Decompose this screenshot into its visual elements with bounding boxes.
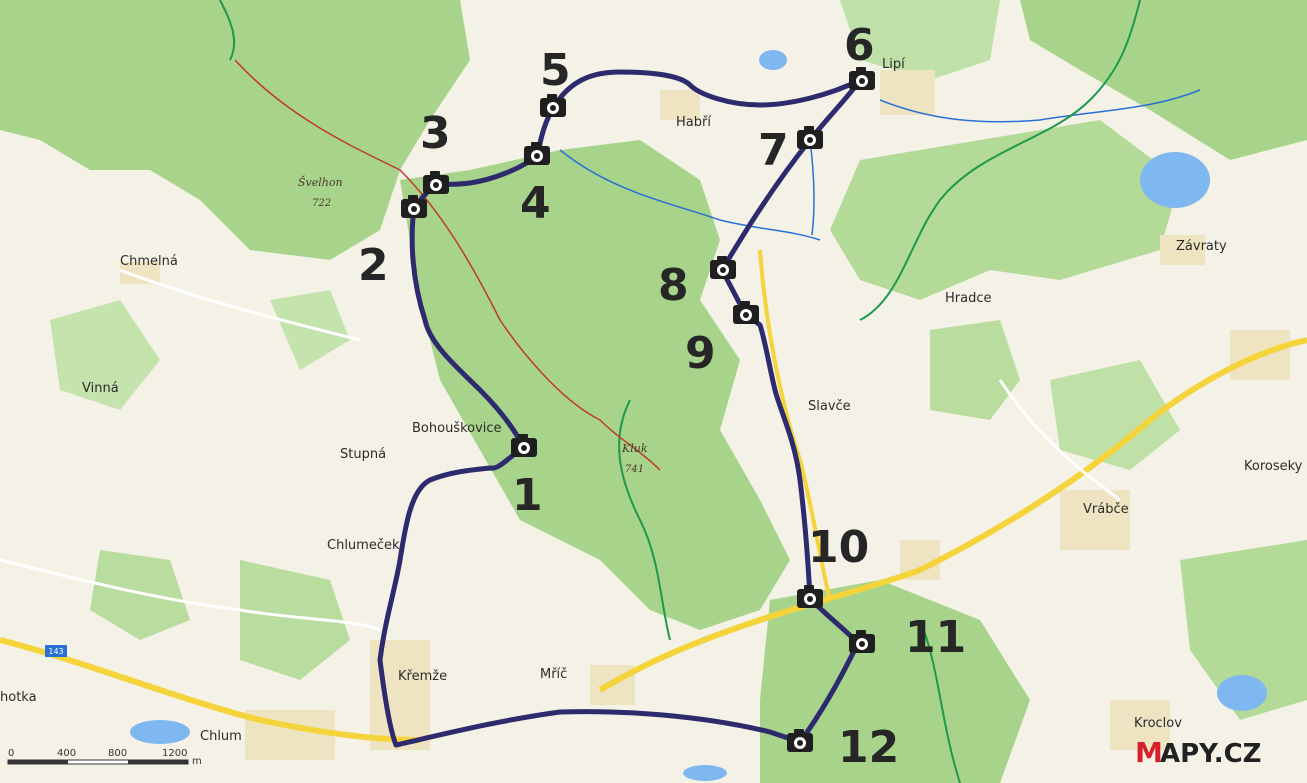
mapy-cz-logo: M APY.CZ bbox=[1135, 736, 1262, 769]
peak-name: Kluk bbox=[621, 442, 648, 455]
stop-number-7: 7 bbox=[758, 125, 789, 176]
stop-number-5: 5 bbox=[540, 45, 571, 96]
place-label: Lipí bbox=[882, 57, 905, 72]
stop-number-1: 1 bbox=[512, 470, 543, 521]
water-bodies bbox=[130, 50, 1267, 781]
place-label: Chmelná bbox=[120, 254, 178, 269]
stop-number-3: 3 bbox=[420, 108, 451, 159]
stop-number-8: 8 bbox=[658, 260, 689, 311]
place-label: hotka bbox=[0, 690, 37, 705]
peak-labels: Švelhon 722 Kluk 741 bbox=[298, 175, 648, 475]
place-label: Bohouškovice bbox=[412, 421, 502, 436]
road-badge: 143 bbox=[45, 645, 67, 657]
stop-number-9: 9 bbox=[685, 328, 716, 379]
scale-unit: m bbox=[192, 756, 202, 767]
place-label: Stupná bbox=[340, 447, 386, 462]
stop-number-2: 2 bbox=[358, 240, 389, 291]
place-label: Koroseky bbox=[1244, 459, 1303, 474]
place-label: Mříč bbox=[540, 667, 567, 682]
place-label: Vinná bbox=[82, 381, 119, 396]
place-label: Kroclov bbox=[1134, 716, 1182, 731]
roads bbox=[0, 249, 1307, 743]
scale-label: 800 bbox=[108, 748, 127, 759]
road-number: 143 bbox=[48, 647, 63, 656]
stop-number-6: 6 bbox=[844, 20, 875, 71]
place-label: Chlumeček bbox=[327, 538, 400, 553]
stop-number-4: 4 bbox=[520, 178, 551, 229]
place-label: Chlum bbox=[200, 729, 242, 744]
place-label: Hradce bbox=[945, 291, 991, 306]
stop-numbers: 1 2 3 4 5 6 7 8 9 10 11 12 bbox=[358, 20, 966, 773]
peak-elevation: 722 bbox=[312, 198, 331, 209]
streams bbox=[559, 89, 1201, 241]
scale-label: 0 bbox=[8, 748, 14, 759]
stop-number-12: 12 bbox=[838, 722, 899, 773]
built-up-areas bbox=[120, 70, 1290, 760]
peak-elevation: 741 bbox=[625, 464, 644, 475]
red-hiking-trail bbox=[234, 59, 661, 471]
scale-bar: 0 400 800 1200 m bbox=[7, 748, 202, 767]
place-label: Závraty bbox=[1176, 239, 1227, 254]
peak-name: Švelhon bbox=[298, 175, 343, 189]
place-labels: Chmelná Vinná Stupná Bohouškovice Chlume… bbox=[0, 57, 1303, 744]
place-label: Křemže bbox=[398, 669, 447, 684]
place-label: Slavče bbox=[808, 399, 851, 414]
brand-name: APY.CZ bbox=[1160, 739, 1262, 769]
green-trails bbox=[219, 0, 1141, 783]
place-label: Vrábče bbox=[1083, 502, 1129, 517]
stop-number-10: 10 bbox=[808, 522, 869, 573]
scale-label: 400 bbox=[57, 748, 76, 759]
route-line bbox=[377, 69, 863, 748]
place-label: Habří bbox=[676, 115, 711, 130]
scale-label: 1200 bbox=[162, 748, 187, 759]
stop-number-11: 11 bbox=[905, 612, 966, 663]
brand-letter: M bbox=[1135, 736, 1163, 769]
